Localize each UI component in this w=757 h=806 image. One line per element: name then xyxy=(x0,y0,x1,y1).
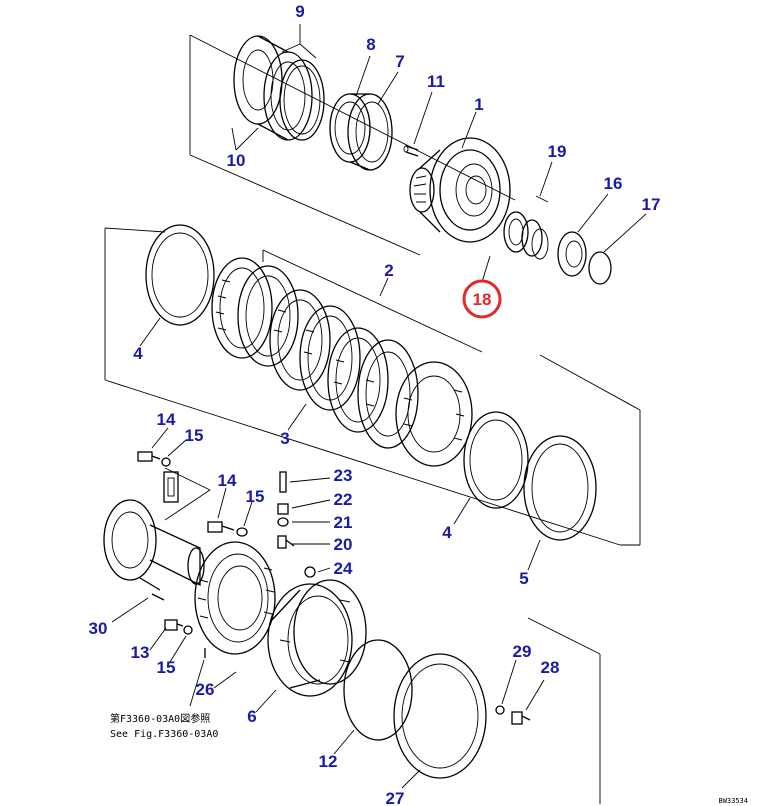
part-6-housing xyxy=(267,579,367,697)
callout-27[interactable]: 27 xyxy=(386,789,405,806)
callout-4-upper[interactable]: 4 xyxy=(133,344,143,363)
callout-5[interactable]: 5 xyxy=(519,569,528,588)
bracket xyxy=(163,471,179,503)
callout-14-right[interactable]: 14 xyxy=(218,471,237,490)
part-1-housing xyxy=(409,137,511,243)
part-26-ring-gear xyxy=(194,541,276,655)
part-5-plate xyxy=(523,435,597,541)
callout-7[interactable]: 7 xyxy=(395,52,404,71)
highlight-circle-18 xyxy=(462,279,502,319)
callout-29[interactable]: 29 xyxy=(513,642,532,661)
lower-assembly-frame xyxy=(164,467,601,804)
callout-15-lower[interactable]: 15 xyxy=(157,658,176,677)
part-16-bearing xyxy=(557,231,587,277)
part-14-15-bolt-right xyxy=(207,521,248,537)
callout-19[interactable]: 19 xyxy=(548,142,567,161)
part-13-15-bolt-lower xyxy=(164,619,206,658)
disc-pack-frame xyxy=(104,227,641,546)
callout-28[interactable]: 28 xyxy=(541,658,560,677)
callout-13[interactable]: 13 xyxy=(131,643,150,662)
callout-10[interactable]: 10 xyxy=(227,151,246,170)
part-14-15-bolt-upper xyxy=(137,451,171,467)
disc-pack-parts-2-3 xyxy=(211,257,473,467)
callout-9[interactable]: 9 xyxy=(295,2,304,21)
part-4-separator-plate-lower xyxy=(463,411,529,509)
callout-17[interactable]: 17 xyxy=(642,195,661,214)
part-9-10-ring-set xyxy=(233,35,325,141)
upper-assembly-frame xyxy=(189,34,516,256)
callout-15-upper[interactable]: 15 xyxy=(185,426,204,445)
callout-24[interactable]: 24 xyxy=(334,559,353,578)
reference-note-japanese: 第F3360-03A0図参照 xyxy=(110,712,210,725)
part-19-ring-set xyxy=(503,211,549,260)
reference-note-english: See Fig.F3360-03A0 xyxy=(110,729,218,740)
callout-18[interactable]: 18 xyxy=(473,290,492,309)
callout-20[interactable]: 20 xyxy=(334,535,353,554)
callout-26[interactable]: 26 xyxy=(196,680,215,699)
callout-8[interactable]: 8 xyxy=(366,35,375,54)
callout-1[interactable]: 1 xyxy=(474,95,483,114)
callout-3[interactable]: 3 xyxy=(280,429,289,448)
callout-labels: 9 8 7 11 1 10 19 16 17 18 2 4 3 4 5 14 1… xyxy=(89,2,661,806)
part-4-separator-plate-upper xyxy=(145,224,215,326)
callout-12[interactable]: 12 xyxy=(319,752,338,771)
callout-30[interactable]: 30 xyxy=(89,619,108,638)
callout-15-right[interactable]: 15 xyxy=(246,487,265,506)
part-11-pin xyxy=(403,145,419,157)
callout-6[interactable]: 6 xyxy=(247,707,256,726)
part-12-snap-ring xyxy=(343,639,413,741)
callout-16[interactable]: 16 xyxy=(604,174,623,193)
part-17-o-ring xyxy=(588,251,612,285)
callout-2[interactable]: 2 xyxy=(384,261,393,280)
small-parts-20-24 xyxy=(277,471,316,578)
callout-22[interactable]: 22 xyxy=(334,490,353,509)
part-8-ring xyxy=(329,93,371,163)
callout-11[interactable]: 11 xyxy=(427,72,445,91)
part-7-ring xyxy=(347,93,393,171)
callout-4-lower[interactable]: 4 xyxy=(442,523,452,542)
callout-23[interactable]: 23 xyxy=(334,466,353,485)
callout-14-upper[interactable]: 14 xyxy=(157,410,176,429)
part-27-cover xyxy=(393,653,487,779)
callout-21[interactable]: 21 xyxy=(334,513,353,532)
reference-note: 第F3360-03A0図参照 See Fig.F3360-03A0 xyxy=(110,712,218,740)
drawing-code: BW33534 xyxy=(718,797,748,805)
part-30-shaft xyxy=(103,499,205,601)
part-28-29-bolt xyxy=(495,705,531,725)
leader-lines xyxy=(111,24,647,789)
